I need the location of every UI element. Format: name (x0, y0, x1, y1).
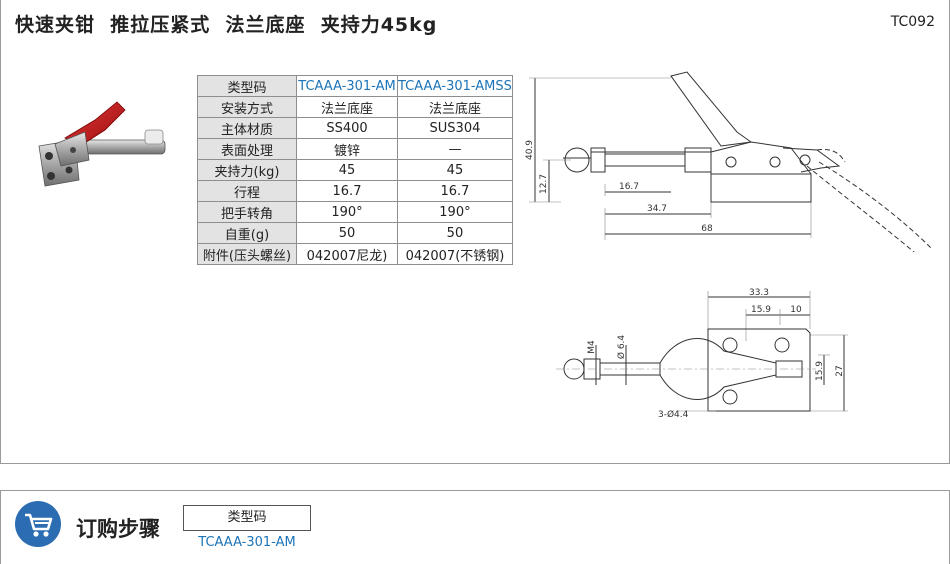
spec-row: 安装方式法兰底座法兰底座 (197, 96, 513, 118)
spec-row: 附件(压头螺丝)042007尼龙)042007(不锈钢) (197, 243, 513, 265)
spec-cell: 45 (296, 159, 398, 181)
spec-cell: 190° (397, 201, 513, 223)
dim-10: 10 (790, 305, 802, 315)
cart-icon (15, 501, 61, 547)
spec-cell: 法兰底座 (397, 96, 513, 118)
spec-row-label: 附件(压头螺丝) (197, 243, 297, 265)
spec-table: 类型码 TCAAA-301-AM TCAAA-301-AMSS 安装方式法兰底座… (197, 75, 513, 265)
catalog-code: TC092 (890, 14, 935, 30)
spec-cell: 法兰底座 (296, 96, 398, 118)
spec-cell: 16.7 (296, 180, 398, 202)
spec-cell: 190° (296, 201, 398, 223)
spec-cell: — (397, 138, 513, 160)
dim-34-7: 34.7 (647, 204, 667, 214)
dim-12-7: 12.7 (539, 174, 549, 194)
dim-15-9-top: 15.9 (751, 305, 771, 315)
spec-cell: 45 (397, 159, 513, 181)
spec-cell: SUS304 (397, 117, 513, 139)
dim-15-9-side: 15.9 (815, 361, 825, 381)
dim-m4: M4 (587, 340, 597, 354)
spec-row-label: 自重(g) (197, 222, 297, 244)
order-panel: 订购步骤 类型码 TCAAA-301-AM (0, 490, 950, 564)
spec-row-label: 把手转角 (197, 201, 297, 223)
spec-cell: 16.7 (397, 180, 513, 202)
spec-cell: 镀锌 (296, 138, 398, 160)
order-model-link[interactable]: TCAAA-301-AM (198, 535, 296, 550)
dim-40-9: 40.9 (525, 140, 535, 160)
spec-model-2: TCAAA-301-AMSS (397, 75, 513, 97)
spec-row: 表面处理镀锌— (197, 138, 513, 160)
page-title: 快速夹钳 推拉压紧式 法兰底座 夹持力45kg (15, 14, 438, 36)
spec-cell: 042007(不锈钢) (397, 243, 513, 265)
spec-header-label: 类型码 (197, 75, 297, 97)
spec-cell: 50 (397, 222, 513, 244)
order-type-code-box: 类型码 (183, 505, 311, 531)
spec-model-1: TCAAA-301-AM (296, 75, 398, 97)
spec-cell: SS400 (296, 117, 398, 139)
dim-rod-dia: Ø 6.4 (616, 335, 627, 360)
spec-cell: 042007尼龙) (296, 243, 398, 265)
side-view-drawing: 40.9 12.7 16.7 34.7 68 (525, 71, 932, 252)
order-title: 订购步骤 (76, 517, 160, 541)
spec-row-label: 安装方式 (197, 96, 297, 118)
spec-row-label: 夹持力(kg) (197, 159, 297, 181)
spec-row-label: 表面处理 (197, 138, 297, 160)
spec-row-label: 主体材质 (197, 117, 297, 139)
top-view-drawing: 33.3 15.9 10 M4 Ø 6.4 15.9 27 3-Ø4.4 (556, 288, 848, 420)
product-photo (38, 101, 166, 187)
spec-cell: 50 (296, 222, 398, 244)
dim-holes: 3-Ø4.4 (658, 409, 689, 420)
product-panel: 快速夹钳 推拉压紧式 法兰底座 夹持力45kg TC092 类型码 TCAAA-… (0, 0, 950, 464)
spec-header-row: 类型码 TCAAA-301-AM TCAAA-301-AMSS (197, 75, 513, 97)
dim-16-7: 16.7 (619, 182, 639, 192)
spec-row-label: 行程 (197, 180, 297, 202)
dim-27: 27 (835, 365, 845, 376)
dim-68: 68 (701, 224, 713, 234)
dim-33-3: 33.3 (749, 288, 769, 298)
